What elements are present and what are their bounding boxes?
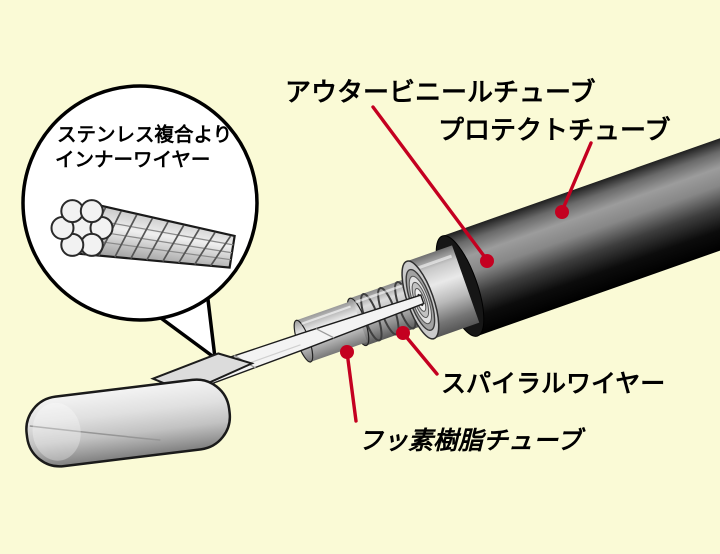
leader-dot-spiral <box>396 326 410 340</box>
leader-line-spiral <box>401 331 439 376</box>
wire-strand-cross-section <box>50 199 114 257</box>
cable-assembly <box>187 131 720 391</box>
highlight <box>301 305 351 325</box>
label-outer-vinyl-tube: アウタービニールチューブ <box>285 77 595 107</box>
leader-line-protect <box>560 141 593 213</box>
leader-line-fluoro <box>345 350 358 423</box>
fitting-barrel <box>25 378 232 468</box>
callout-label-line1: ステンレス複合より <box>57 123 232 146</box>
callout-label-line2: インナーワイヤー <box>55 149 210 171</box>
leader-dot-outer-vinyl <box>480 254 494 268</box>
leader-line-outer-vinyl <box>371 105 489 262</box>
label-spiral-wire: スパイラルワイヤー <box>441 370 665 398</box>
leader-lines <box>345 105 593 423</box>
label-fluoro-resin-tube: フッ素樹脂チューブ <box>358 427 587 455</box>
label-protect-tube: プロテクトチューブ <box>438 115 670 145</box>
protect-tube-body <box>442 131 720 336</box>
callout-circle <box>21 84 259 322</box>
leader-dots <box>340 205 569 359</box>
strand-circle <box>79 199 104 224</box>
outer-vinyl-tube-body <box>406 245 480 339</box>
highlight <box>355 281 411 304</box>
cable-end-fitting <box>25 352 255 468</box>
fitting-end-highlight <box>32 402 81 461</box>
fitting-crease <box>29 425 161 441</box>
callout: ステンレス複合より インナーワイヤー <box>21 84 259 360</box>
leader-dot-protect <box>555 205 569 219</box>
leader-dot-fluoro <box>340 345 354 359</box>
